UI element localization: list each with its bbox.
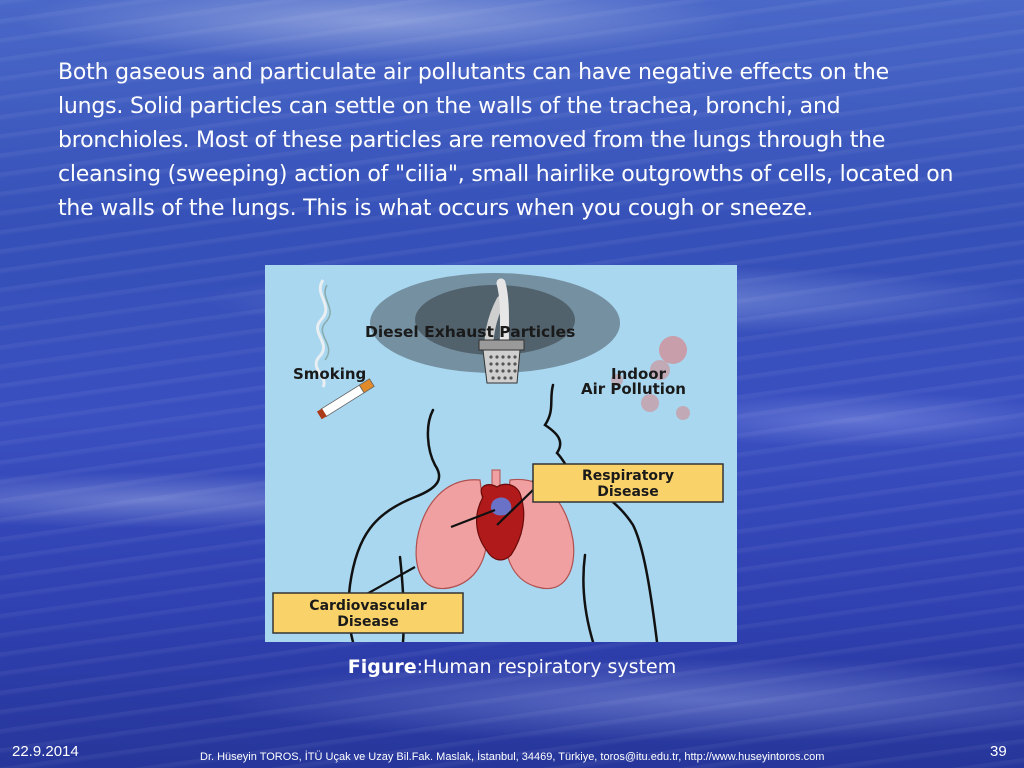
smoking-label: Smoking [293, 365, 366, 383]
cigarette-icon [316, 378, 375, 420]
cardiovascular-disease-label: Cardiovascular Disease [272, 592, 464, 634]
figure-caption: Figure:Human respiratory system [0, 656, 1024, 678]
smoke-plume [314, 279, 328, 388]
respiratory-label-line1: Respiratory [582, 468, 674, 484]
exhaust-stack-icon [478, 278, 525, 384]
indoor-label-line2: Air Pollution [581, 380, 686, 398]
cardio-label-line2: Disease [337, 614, 399, 630]
footer-date: 22.9.2014 [12, 743, 79, 760]
respiratory-figure: Diesel Exhaust Particles Smoking Indoor … [265, 265, 737, 642]
cardio-label-line1: Cardiovascular [309, 598, 426, 614]
caption-prefix: Figure [347, 656, 417, 678]
caption-text: :Human respiratory system [416, 656, 677, 678]
respiratory-disease-label: Respiratory Disease [532, 463, 724, 503]
indoor-pollution-particles [611, 336, 690, 420]
respiratory-label-line2: Disease [597, 484, 659, 500]
indoor-label-line1: Indoor [611, 365, 667, 383]
footer-credit: Dr. Hüseyin TOROS, İTÜ Uçak ve Uzay Bil.… [200, 751, 825, 763]
lungs-illustration [415, 469, 575, 590]
body-paragraph: Both gaseous and particulate air polluta… [58, 60, 954, 221]
diesel-label: Diesel Exhaust Particles [365, 323, 575, 341]
page-number: 39 [990, 743, 1007, 760]
